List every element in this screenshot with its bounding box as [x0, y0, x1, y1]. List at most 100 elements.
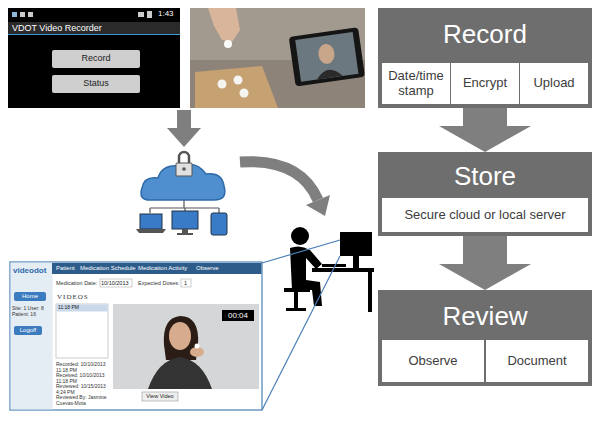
step-cell: Upload — [520, 63, 588, 104]
down-arrow-part — [177, 110, 191, 128]
cloud-icon — [136, 152, 227, 235]
video-detail: Recorded: 10/10/2013 11:18 PM — [56, 362, 112, 373]
stage-box: RecordDate/time stamp Encrypt Upload — [378, 8, 592, 108]
step-text: Encrypt — [463, 76, 507, 91]
pill-photo — [190, 8, 365, 108]
stage-title: Record — [378, 8, 592, 50]
button-label: View Video — [142, 393, 178, 399]
step-text: Secure cloud or local server — [404, 208, 565, 223]
pill-photo-part — [224, 40, 232, 48]
web-screenshot-part — [100, 279, 132, 287]
phone-screenshot-part — [52, 50, 140, 68]
video-detail: Reviewed By: Jasmine Cuevas-Mota — [56, 395, 112, 406]
session-info: Site: 1 User: 8 Patient: 16 — [12, 305, 50, 317]
phone-screenshot-part — [138, 12, 144, 17]
flow-arrow — [439, 236, 531, 290]
pill-photo-part-part — [316, 68, 343, 80]
phone-screenshot-part — [12, 12, 17, 17]
cloud-icon-part — [211, 213, 227, 235]
curved-arrow-part — [240, 162, 318, 200]
stage-title: Review — [378, 290, 592, 332]
list-item: 11:18 PM — [58, 305, 79, 311]
cloud-icon-part — [172, 211, 198, 229]
button-label: Status — [52, 78, 140, 88]
field-label: Expected Doses: — [138, 280, 180, 286]
step-text: Date/time stamp — [385, 69, 447, 99]
pill-photo-part — [195, 66, 278, 108]
web-screenshot-part — [10, 262, 262, 410]
phone-screenshot-part — [52, 75, 140, 93]
step-text: Observe — [408, 354, 457, 369]
zoom-lines-part — [262, 256, 340, 410]
web-screenshot-part — [14, 292, 46, 301]
button-label: Home — [14, 293, 46, 300]
cloud-icon-part — [179, 152, 189, 164]
pill-photo-part — [218, 80, 227, 89]
web-screenshot-part — [57, 305, 108, 312]
step-cell: Encrypt — [451, 63, 519, 104]
field-value: 1 — [184, 280, 187, 286]
phone-screenshot-part — [8, 8, 180, 108]
phone-screenshot — [8, 8, 180, 108]
phone-screenshot-part — [28, 12, 33, 17]
pill-photo-part — [234, 76, 243, 85]
down-arrow — [167, 110, 201, 147]
web-screenshot-part — [11, 263, 53, 410]
web-screenshot-part — [195, 344, 200, 349]
step-text: Document — [507, 354, 566, 369]
cloud-icon-part — [176, 163, 192, 176]
reviewer-figure-part — [286, 308, 306, 311]
phone-screenshot-part — [8, 22, 180, 34]
cloud-icon-part — [141, 164, 225, 200]
zoom-lines-part — [262, 240, 340, 263]
section-heading: VIDEOS — [57, 293, 89, 301]
tab-label: Observe — [196, 265, 219, 272]
web-screenshot-part — [56, 304, 108, 358]
cloud-icon-part — [182, 229, 188, 233]
field-value: 10/10/2013 — [101, 280, 129, 286]
button-label: Record — [52, 53, 140, 63]
phone-screenshot-part — [20, 12, 25, 17]
reviewer-figure-part — [294, 292, 298, 310]
web-screenshot-part — [14, 326, 42, 335]
curved-arrow-part — [306, 195, 330, 216]
reviewer-figure-part — [312, 268, 374, 272]
web-screenshot-part — [142, 392, 178, 401]
cloud-icon-part — [177, 233, 193, 235]
step-cell: Secure cloud or local server — [382, 198, 588, 232]
reviewer-figure-part — [368, 272, 372, 312]
pill-photo-part-part — [289, 27, 365, 86]
field-label: Medication Date: — [56, 280, 97, 286]
reviewer-figure-part — [291, 227, 309, 245]
step-text: Upload — [533, 76, 574, 91]
step-cell: Observe — [382, 340, 484, 382]
phone-screenshot-part — [8, 34, 180, 35]
cloud-icon-part — [136, 229, 166, 233]
web-screenshot — [10, 262, 262, 410]
pill-photo-part — [240, 89, 249, 98]
down-arrow-part — [167, 128, 201, 147]
web-screenshot-part — [222, 310, 254, 321]
reviewer-figure-part — [284, 288, 310, 292]
step-cell: Document — [486, 340, 588, 382]
video-timer: 00:04 — [222, 311, 254, 320]
tab-label: Patient — [56, 265, 75, 272]
tab-label: Medication Schedule — [80, 265, 136, 272]
web-screenshot-part — [169, 322, 191, 350]
curved-arrow — [240, 162, 330, 216]
pill-photo-part — [208, 8, 240, 42]
web-screenshot-part — [181, 279, 191, 287]
tab-label: Medication Activity — [138, 265, 187, 272]
web-screenshot-part — [113, 304, 259, 389]
cloud-icon-part — [182, 167, 186, 171]
web-screenshot-part — [148, 357, 212, 389]
flow-arrow — [439, 108, 531, 152]
reviewer-figure-part — [353, 256, 359, 268]
stage-box: StoreSecure cloud or local server — [378, 152, 592, 236]
cloud-icon-part — [140, 214, 162, 229]
stage-box: ReviewObserve Document — [378, 290, 592, 386]
video-detail: Received: 10/10/2013 11:18 PM — [56, 373, 112, 384]
pill-photo-part — [190, 8, 365, 108]
